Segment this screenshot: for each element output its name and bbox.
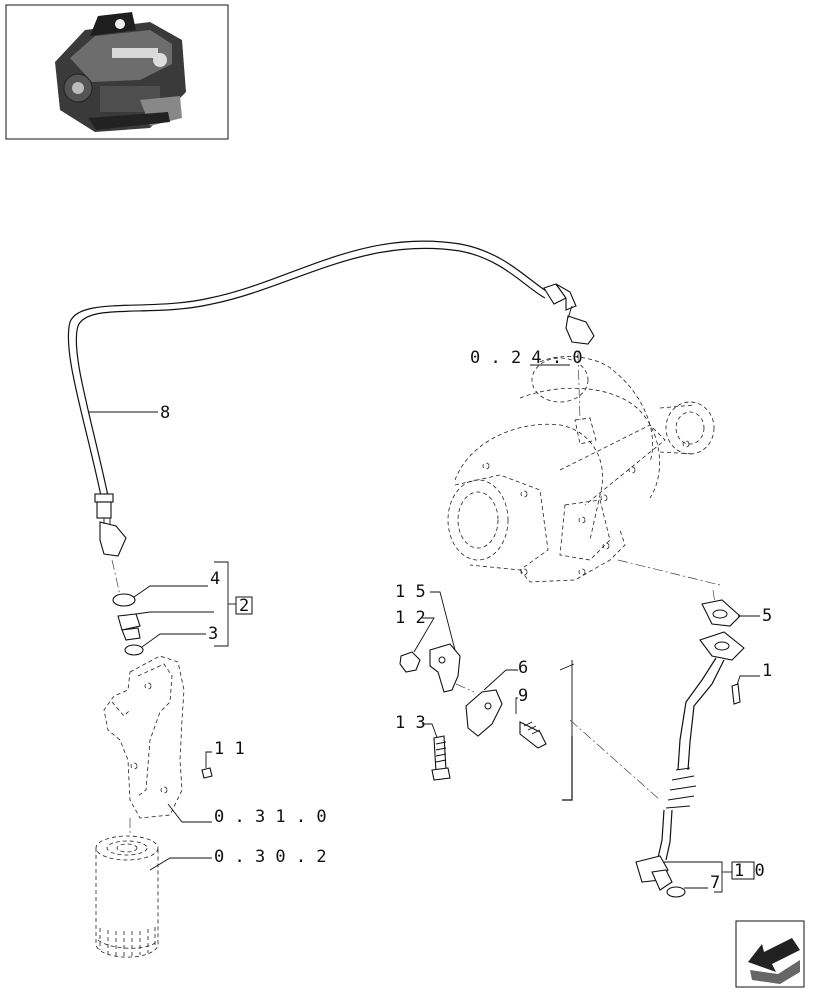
callout-2: 2 [239,596,249,616]
nut-12 [399,651,421,673]
plug-11 [201,767,213,779]
engine-thumbnail-icon[interactable] [5,4,229,140]
callout-9: 9 [518,686,528,706]
seal-ring-7 [666,886,686,898]
oil-filter-support [103,655,185,819]
callout-12: 1 2 [395,608,426,628]
callout-5: 5 [762,606,772,626]
union-fitting [117,611,214,641]
seal-ring-3 [124,644,144,656]
callout-8: 8 [160,403,170,423]
callout-3: 3 [208,624,218,644]
callout-6: 6 [518,658,528,678]
ref-turbocharger: 0 . 2 4 . 0 [470,348,583,368]
callout-15: 1 5 [395,582,426,602]
callout-7: 7 [710,873,720,893]
oil-return-pipe [635,631,745,891]
oil-filter [95,835,159,958]
callout-1: 1 [762,661,772,681]
turbocharger [447,356,715,583]
ref-oil-filter-support: 0 . 3 1 . 0 [214,807,327,827]
clamp-6 [465,689,503,737]
bracket-15 [429,643,461,693]
callout-13: 1 3 [395,713,426,733]
seal-ring-4 [112,593,136,607]
ref-oil-filter: 0 . 3 0 . 2 [214,847,327,867]
callout-10: 1 0 [734,861,765,881]
callout-4: 4 [210,569,220,589]
next-page-arrow-icon[interactable] [735,920,805,988]
screw-1 [731,683,741,705]
callout-11: 1 1 [214,739,245,759]
bolt-9 [519,721,547,749]
oil-delivery-pipe [67,240,595,557]
